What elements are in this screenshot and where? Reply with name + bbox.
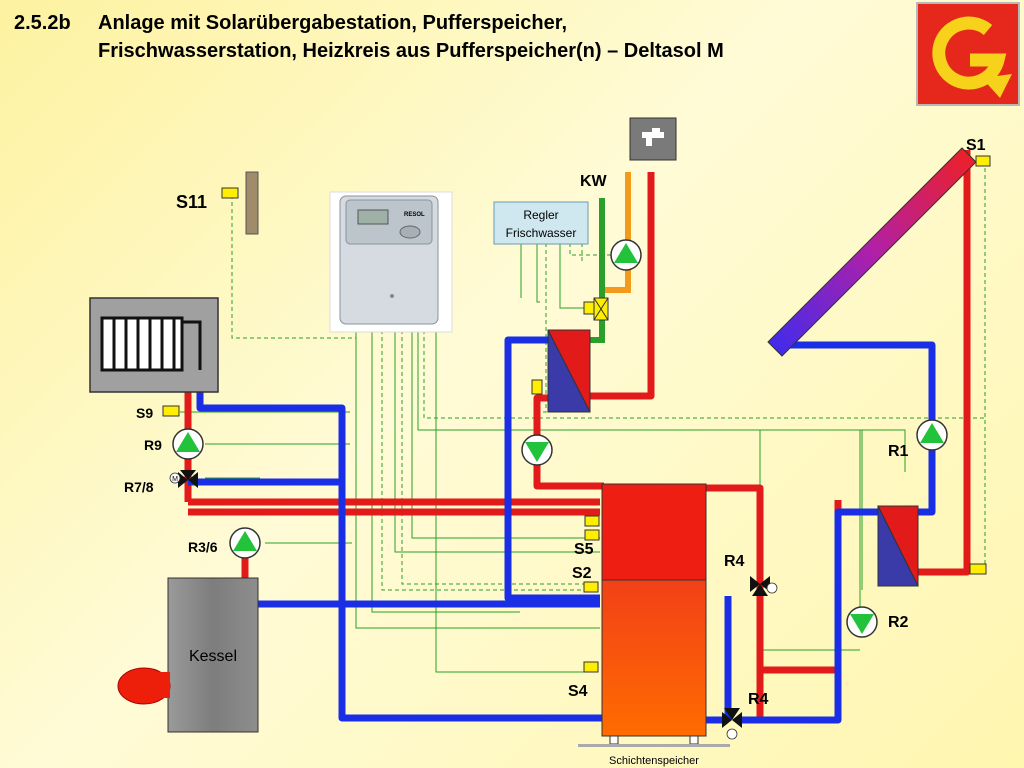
pump-r1[interactable] [916, 419, 948, 451]
sensor-s11 [221, 187, 239, 199]
valve-r4-bottom[interactable] [722, 708, 742, 740]
label-r78: R7/8 [124, 479, 154, 495]
boiler [117, 577, 259, 733]
company-logo-icon [916, 2, 1020, 106]
controller-brand: RESOL [404, 212, 425, 218]
motor-label: M [172, 476, 178, 483]
label-r9: R9 [144, 437, 162, 453]
sensor-frisch [531, 379, 543, 395]
valve-r78[interactable]: M [169, 470, 198, 488]
label-storage: Schichtenspeicher [609, 755, 699, 767]
label-r2: R2 [888, 614, 909, 631]
label-s1: S1 [966, 137, 986, 154]
title-line-1: Anlage mit Solarübergabestation, Puffers… [98, 12, 568, 34]
sensor-frisch-outlet [583, 301, 595, 315]
valve-r4-top[interactable] [750, 576, 778, 596]
pump-r2[interactable] [846, 606, 878, 638]
label-r4-bottom: R4 [748, 691, 769, 708]
sensors [162, 155, 991, 673]
pump-r36[interactable] [229, 527, 261, 559]
signal-wires [180, 168, 986, 700]
sensor-solar-hx [969, 563, 987, 575]
mixing-valve-frischwasser[interactable] [593, 297, 609, 321]
orange-pipe [602, 172, 631, 293]
radiator [89, 297, 219, 393]
storage-tank [578, 483, 730, 747]
regler-frischwasser-box: Regler Frischwasser [493, 201, 589, 245]
solar-collector [767, 147, 977, 357]
regler-label-line2: Frischwasser [506, 226, 577, 240]
sensor-s2 [583, 581, 599, 593]
sensor-s5a [584, 515, 600, 527]
title-number: 2.5.2b [14, 12, 71, 34]
regler-label-line1: Regler [523, 208, 558, 222]
label-s2: S2 [572, 565, 592, 582]
cold-water-pipe [590, 198, 605, 343]
label-kw: KW [580, 173, 608, 190]
water-tap-icon [629, 117, 677, 161]
sensor-s5b [584, 529, 600, 541]
title-line-2: Frischwasserstation, Heizkreis aus Puffe… [98, 40, 724, 62]
pump-primary[interactable] [521, 434, 553, 466]
label-r4-top: R4 [724, 553, 745, 570]
solar-heat-exchanger [877, 505, 919, 587]
pump-frischwasser[interactable] [610, 239, 642, 271]
label-s4: S4 [568, 683, 588, 700]
outdoor-sensor-post [245, 171, 259, 235]
resol-controller-icon: RESOL [329, 191, 453, 333]
label-r36: R3/6 [188, 539, 218, 555]
label-r1: R1 [888, 443, 909, 460]
pump-r9[interactable] [172, 428, 204, 460]
label-s5: S5 [574, 541, 594, 558]
sensor-s4 [583, 661, 599, 673]
sensor-s1 [975, 155, 991, 167]
sensor-s9 [162, 405, 180, 417]
label-s9: S9 [136, 405, 153, 421]
label-s11: S11 [176, 192, 207, 212]
frischwasser-heat-exchanger [547, 329, 591, 413]
label-kessel: Kessel [189, 648, 237, 665]
